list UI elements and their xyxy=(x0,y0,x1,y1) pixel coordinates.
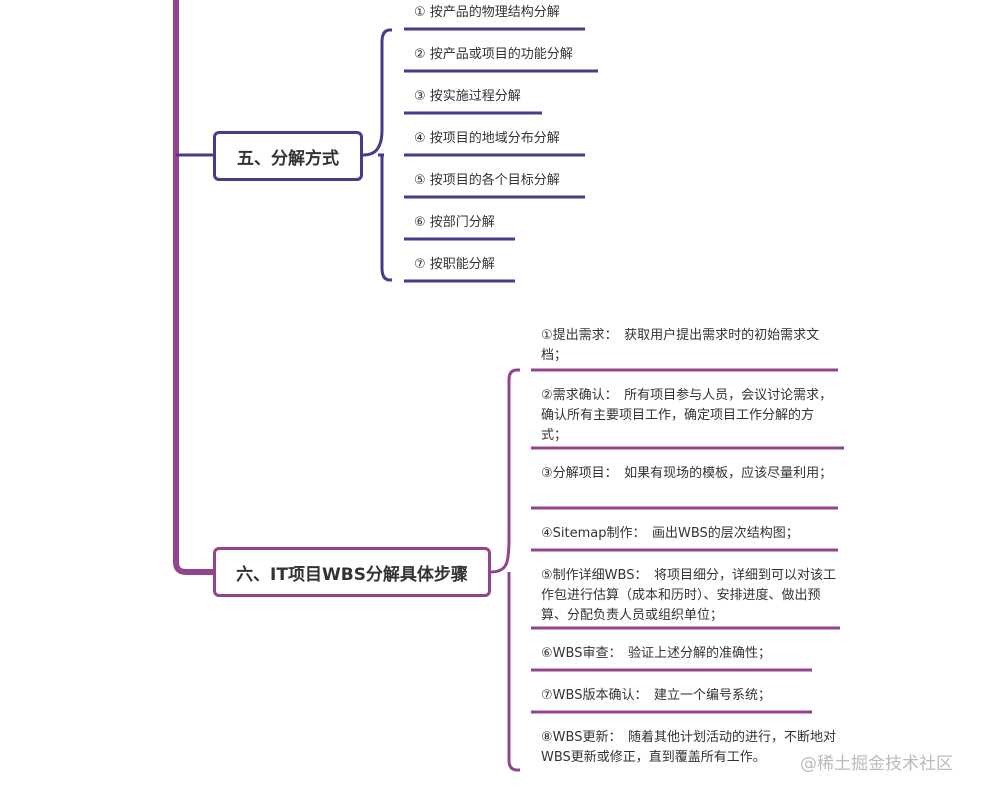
watermark: @稀土掘金技术社区 xyxy=(800,754,953,774)
section5-item[interactable]: ⑥ 按部门分解 xyxy=(414,215,495,230)
section6-bracket xyxy=(490,368,520,772)
main-trunk xyxy=(173,0,213,575)
section5-item[interactable]: ③ 按实施过程分解 xyxy=(414,89,521,104)
section6-item[interactable]: ④Sitemap制作： 画出WBS的层次结构图； xyxy=(541,526,799,541)
section6-node[interactable]: 六、IT项目WBS分解具体步骤 xyxy=(213,547,491,597)
section6-item[interactable]: ①提出需求： 获取用户提出需求时的初始需求文档； xyxy=(541,328,820,363)
section5-item[interactable]: ② 按产品或项目的功能分解 xyxy=(414,47,573,62)
section6-title: 六、IT项目WBS分解具体步骤 xyxy=(236,564,468,585)
section5-title: 五、分解方式 xyxy=(237,148,339,169)
section5-item[interactable]: ⑦ 按职能分解 xyxy=(414,257,495,272)
section5-item[interactable]: ④ 按项目的地域分布分解 xyxy=(414,131,560,146)
section6-item[interactable]: ⑧WBS更新： 随着其他计划活动的进行，不断地对WBS更新或修正，直到覆盖所有工… xyxy=(541,730,836,765)
section6-item[interactable]: ②需求确认： 所有项目参与人员，会议讨论需求，确认所有主要项目工作，确定项目工作… xyxy=(541,388,833,443)
section5-item[interactable]: ① 按产品的物理结构分解 xyxy=(414,5,560,20)
section5-node[interactable]: 五、分解方式 xyxy=(213,131,363,181)
section5-bracket xyxy=(362,28,392,282)
section6-item[interactable]: ⑥WBS审查： 验证上述分解的准确性； xyxy=(541,646,771,661)
section6-item[interactable]: ③分解项目： 如果有现场的模板，应该尽量利用； xyxy=(541,466,833,481)
section6-item[interactable]: ⑤制作详细WBS： 将项目细分，详细到可以对该工作包进行估算（成本和历时）、安排… xyxy=(541,568,836,623)
section5-item[interactable]: ⑤ 按项目的各个目标分解 xyxy=(414,173,560,188)
section6-item[interactable]: ⑦WBS版本确认： 建立一个编号系统； xyxy=(541,688,771,703)
